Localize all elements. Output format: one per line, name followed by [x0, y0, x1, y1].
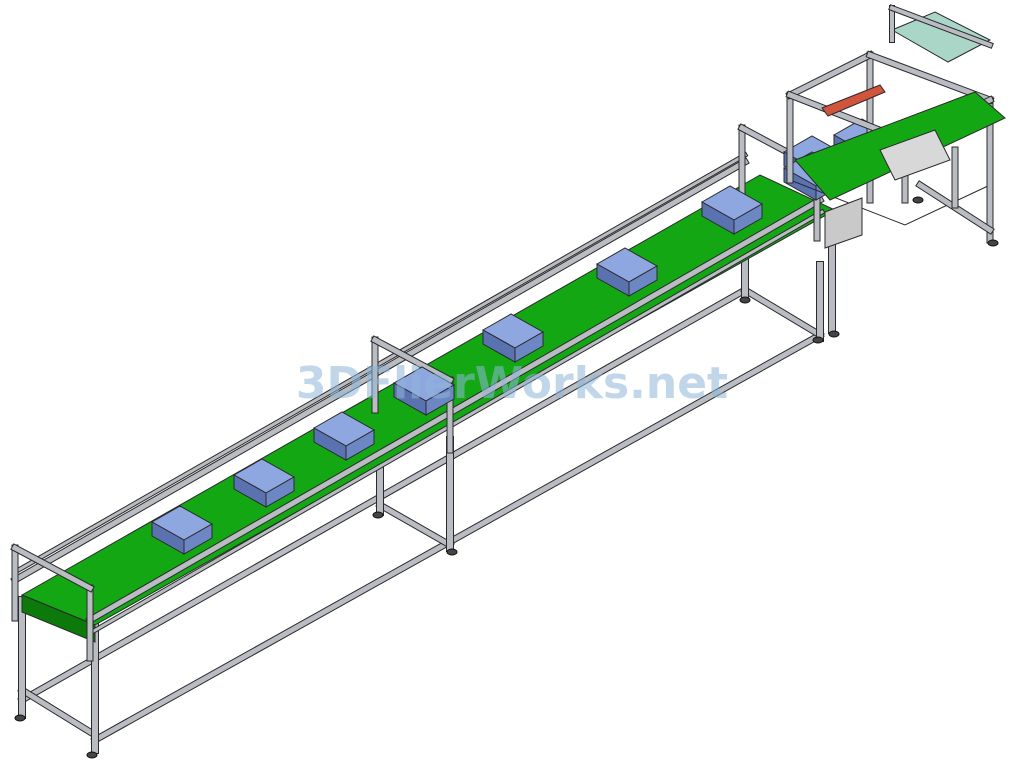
box-3-side	[345, 429, 375, 461]
lower-right-crossbar-face	[741, 286, 824, 339]
box-5-side	[514, 331, 544, 363]
leveling-foot-3	[446, 548, 458, 556]
lower-front-rail-face	[91, 331, 824, 744]
lower-mid-crossbar-face	[376, 501, 454, 549]
upper-front-rail-low-face	[89, 209, 825, 635]
box-7-side	[733, 203, 763, 235]
control-box	[824, 197, 863, 249]
station-foot-2	[987, 239, 999, 247]
upper-back-rail-face	[11, 158, 749, 584]
station-top-bar-face	[889, 5, 993, 48]
leveling-foot-4	[739, 296, 751, 304]
leveling-foot-0	[14, 714, 26, 722]
end-station-assembly	[785, 4, 1006, 249]
box-1-side	[183, 523, 213, 555]
station-top-right-face	[866, 51, 994, 104]
conveyor-frame-back	[14, 221, 840, 759]
conveyor-boxes	[150, 118, 896, 555]
gate-left-top-face	[11, 544, 94, 592]
watermark-text: 3DFlierWorks.net	[296, 358, 728, 409]
belt-end-face	[21, 594, 96, 643]
box-6-side	[628, 265, 658, 297]
upper-front-rail-face	[86, 196, 824, 624]
conveyor-frame-front	[10, 123, 826, 662]
station-top-back-face	[786, 51, 874, 99]
box-2-side	[265, 476, 295, 508]
red-actuator	[821, 84, 886, 117]
box-4-side	[425, 384, 455, 416]
gate-mid-top-face	[371, 336, 454, 384]
leveling-foot-5	[812, 336, 824, 344]
leveling-foot-6	[828, 330, 840, 338]
leveling-foot-2	[372, 511, 384, 519]
sheet-guide	[879, 129, 951, 181]
lower-left-crossbar-face	[18, 686, 99, 739]
upper-back-rail-top-face	[12, 152, 748, 575]
leveling-foot-1	[86, 751, 98, 759]
station-foot-1	[912, 196, 924, 204]
